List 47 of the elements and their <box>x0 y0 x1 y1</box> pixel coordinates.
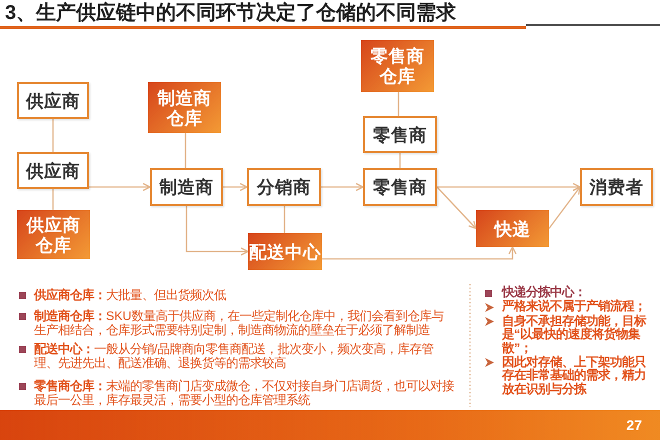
bullet-text: 供应商仓库：大批量、但出货频次低 <box>34 288 227 302</box>
warehouse-box <box>248 233 322 270</box>
warehouse-box <box>17 210 90 259</box>
warehouse-box <box>361 40 434 92</box>
connector-line <box>398 92 400 116</box>
process-box <box>17 82 89 119</box>
warehouse-box <box>148 82 221 133</box>
node-label: 配送中心 <box>249 242 321 262</box>
arrow <box>322 246 517 260</box>
node-label: 供应商 <box>26 90 80 110</box>
bullet-text: 严格来说不属于产销流程； <box>502 300 647 314</box>
bullet-text: 自身不承担存储功能，目标是“以最快的速度将货物集散”； <box>502 314 648 355</box>
node-label: 制造商 <box>160 177 214 197</box>
connector-line <box>399 153 401 168</box>
bullet-text: 制造商仓库：SKU数量高于供应商，在一些定制化仓库中，我们会看到仓库与生产相结合，仓库形式需要特别定制，制造商物流的壁垒在于必须了解制造 <box>34 309 444 337</box>
arrow <box>321 182 364 192</box>
process-box <box>363 168 437 206</box>
node-label: 制造商仓库 <box>156 88 212 128</box>
process-box <box>17 152 89 189</box>
process-box <box>580 168 653 206</box>
bullet-text: 配送中心：一般从分销/品牌商向零售商配送，批次变小，频次变高，库存管理、先进先出、配送准确、退换货等的需求较高 <box>34 342 434 370</box>
arrow <box>436 186 477 230</box>
section-heading: 快递分拣中心： <box>502 286 587 299</box>
arrow <box>548 186 581 229</box>
warehouse-box <box>476 210 549 247</box>
bullet-text: 因此对存储、上下架功能只存在非常基础的需求，精力放在识别与分拣 <box>502 356 647 396</box>
node-label: 分销商 <box>257 177 311 197</box>
node-label: 供应商 <box>26 160 80 180</box>
arrow <box>223 182 248 192</box>
connector-line <box>52 189 54 210</box>
page-number: 27 <box>626 417 642 433</box>
connector-line <box>52 119 54 152</box>
bullet-text: 零售商仓库：末端的零售商门店变成微仓，不仅对接自身门店调货，也可以对接最后一公里，库存最灵活，需要小型的仓库管理系统 <box>34 379 455 407</box>
process-box <box>247 168 321 206</box>
process-box <box>150 168 223 206</box>
node-label: 消费者 <box>590 177 644 197</box>
node-label: 零售商 <box>373 177 427 197</box>
connector-line <box>284 206 286 233</box>
connector-line <box>184 133 186 168</box>
arrow <box>186 206 249 256</box>
node-label: 零售商仓库 <box>370 46 426 86</box>
node-label: 供应商仓库 <box>25 214 82 254</box>
slide-title: 3、生产供应链中的不同环节决定了仓储的不同需求 <box>5 2 456 24</box>
node-label: 零售商 <box>373 124 427 144</box>
arrow <box>89 182 151 192</box>
process-box <box>363 116 437 153</box>
node-label: 快递 <box>494 218 530 238</box>
